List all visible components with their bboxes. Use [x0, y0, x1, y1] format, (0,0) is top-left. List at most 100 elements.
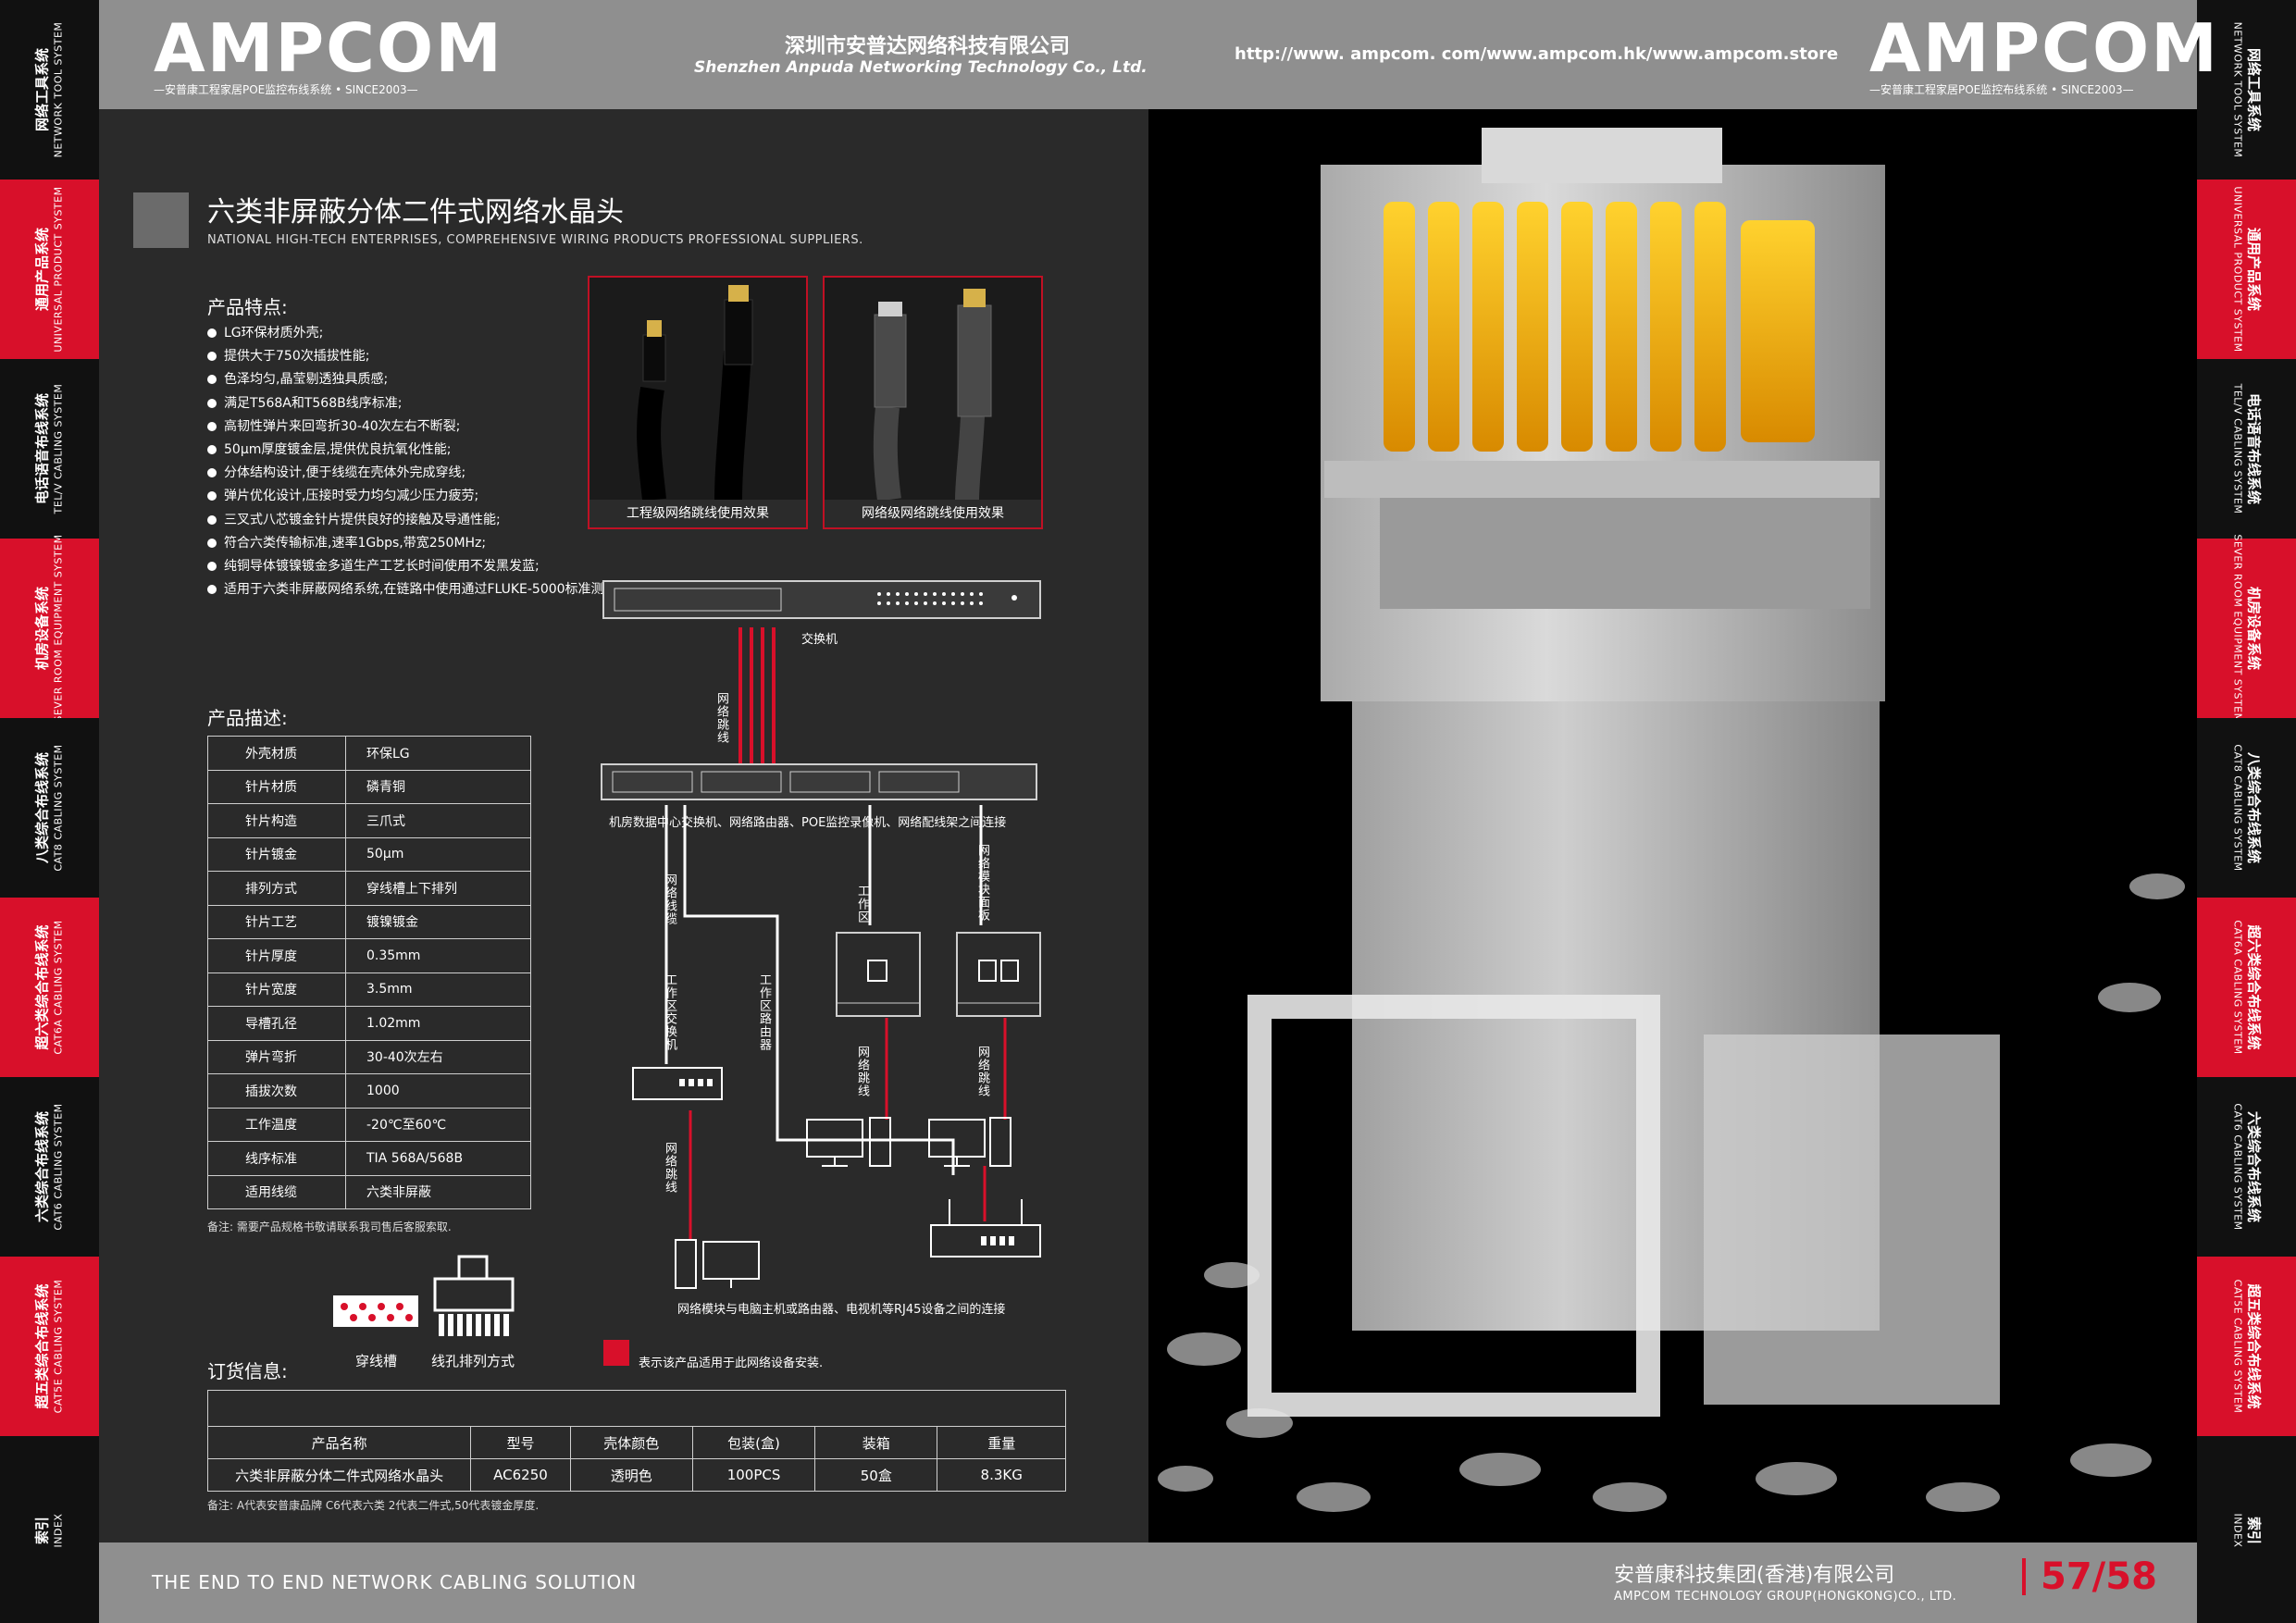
workspace-switch-icon [632, 1067, 723, 1100]
footer-bar [99, 1542, 2197, 1623]
network-cable-label: 网络线缆 [663, 873, 676, 925]
side-tab-label-en: TEL/V CABLING SYSTEM [52, 383, 65, 514]
bullet-icon [207, 468, 217, 478]
module-panel-label: 网络模块面板 [975, 844, 989, 922]
side-tab-label-en: CAT8 CABLING SYSTEM [2231, 744, 2244, 872]
feature-item: 弹片优化设计,压接时受力均匀减少压力疲劳; [207, 485, 630, 508]
feature-text: 色泽均匀,晶莹剔透独具质感; [224, 372, 389, 388]
rj45-connector-image [1158, 128, 2185, 1512]
feature-text: 50μm厚度镀金层,提供优良抗氧化性能; [224, 442, 452, 458]
patch-cord-label-2: 网络跳线 [855, 1046, 869, 1097]
feature-item: 满足T568A和T568B线序标准; [207, 392, 630, 415]
bottom-caption: 网络模块与电脑主机或路由器、电视机等RJ45设备之间的连接 [677, 1303, 1006, 1317]
spec-value: 镀镍镀金 [345, 904, 531, 939]
order-cell: 50盒 [814, 1458, 938, 1492]
order-cell: 100PCS [691, 1458, 816, 1492]
spec-key: 针片厚度 [207, 938, 346, 973]
feature-text: LG环保材质外壳; [224, 326, 324, 341]
spec-row: 针片构造三爪式 [207, 803, 531, 838]
order-header-row: 产品名称型号壳体颜色包装(盒)装箱重量 [206, 1426, 1066, 1459]
side-tab-label-en: SEVER ROOM EQUIPMENT SYSTEM [2231, 534, 2244, 723]
feature-text: 提供大于750次插拔性能; [224, 349, 370, 365]
spec-key: 针片宽度 [207, 972, 346, 1007]
photo-engineering-patch-cord: 工程级网络跳线使用效果 [588, 276, 808, 529]
side-tab-label-cn: 八类综合布线系统 [2245, 751, 2263, 864]
patch-cord-label-3: 网络跳线 [975, 1046, 989, 1097]
brand-tagline-right: —安普康工程家居POE监控布线系统 • SINCE2003— [1869, 83, 2134, 96]
features-heading: 产品特点: [207, 296, 288, 318]
wall-panel-icon [836, 932, 921, 1017]
side-tab-label-en: CAT6A CABLING SYSTEM [2231, 920, 2244, 1055]
spec-key: 弹片弯折 [207, 1039, 346, 1074]
spec-key: 针片材质 [207, 769, 346, 804]
page-number: 57/58 [2022, 1558, 2157, 1595]
brand-tagline-left: —安普康工程家居POE监控布线系统 • SINCE2003— [154, 83, 418, 96]
side-tab-label-cn: 网络工具系统 [33, 47, 51, 132]
side-tab-label-en: CAT5E CABLING SYSTEM [52, 1279, 65, 1414]
brand-logo-left: AMPCOM [154, 9, 503, 87]
index-label-cn: 索引 [33, 1517, 51, 1545]
website-url[interactable]: http://www. ampcom. com/www.ampcom.hk/ww… [1235, 44, 1839, 64]
side-tab-label-cn: 六类综合布线系统 [33, 1110, 51, 1223]
side-tab-label-cn: 电话语音布线系统 [33, 393, 51, 505]
side-tab-label-cn: 机房设备系统 [33, 586, 51, 671]
order-column-header: 装箱 [814, 1426, 938, 1459]
hole-arrangement-label: 线孔排列方式 [431, 1353, 515, 1369]
spec-key: 插拔次数 [207, 1073, 346, 1109]
spec-value: 穿线槽上下排列 [345, 871, 531, 906]
spec-row: 外壳材质环保LG [207, 736, 531, 771]
spec-key: 适用线缆 [207, 1174, 346, 1209]
description-heading: 产品描述: [207, 707, 288, 729]
header-bar [99, 0, 2197, 109]
title-marker [133, 192, 189, 248]
feature-text: 高韧性弹片来回弯折30-40次左右不断裂; [224, 418, 461, 434]
datacenter-caption: 机房数据中心交换机、网络路由器、POE监控录像机、网络配线架之间连接 [609, 816, 1007, 830]
page-subtitle: NATIONAL HIGH-TECH ENTERPRISES, COMPREHE… [207, 233, 863, 247]
spec-value: 三爪式 [345, 803, 531, 838]
patch-cord-pair-grey-image [873, 289, 992, 502]
spec-key: 导槽孔径 [207, 1006, 346, 1041]
photo-caption: 工程级网络跳线使用效果 [590, 500, 806, 527]
feature-item: LG环保材质外壳; [207, 322, 630, 345]
side-tab-label-en: UNIVERSAL PRODUCT SYSTEM [2231, 186, 2244, 353]
side-tab-label-en: CAT6 CABLING SYSTEM [2231, 1103, 2244, 1231]
order-cell: 六类非屏蔽分体二件式网络水晶头 [206, 1458, 472, 1492]
side-tab-label-en: SEVER ROOM EQUIPMENT SYSTEM [52, 534, 65, 723]
company-name-en: Shenzhen Anpuda Networking Technology Co… [694, 58, 1148, 77]
feature-text: 纯铜导体镀镍镀金多道生产工艺长时间使用不发黑发蓝; [224, 559, 540, 575]
order-cell: 透明色 [569, 1458, 693, 1492]
bullet-icon [207, 328, 217, 338]
side-tab-label-en: TEL/V CABLING SYSTEM [2231, 383, 2244, 514]
side-tab-label-cn: 电话语音布线系统 [2245, 392, 2263, 504]
feature-item: 50μm厚度镀金层,提供优良抗氧化性能; [207, 439, 630, 462]
